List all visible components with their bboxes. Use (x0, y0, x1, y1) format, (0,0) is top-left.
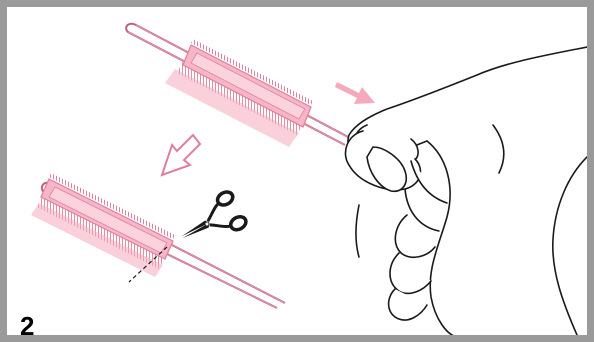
arrow-right-down-icon (335, 82, 375, 104)
upper-fabric (165, 39, 313, 147)
arrow-down-left-icon (162, 135, 200, 175)
lower-fabric (31, 173, 175, 277)
scissors-icon (173, 189, 248, 254)
hand-icon (345, 47, 587, 335)
step-illustration (7, 7, 587, 335)
step-number: 2 (20, 313, 34, 339)
